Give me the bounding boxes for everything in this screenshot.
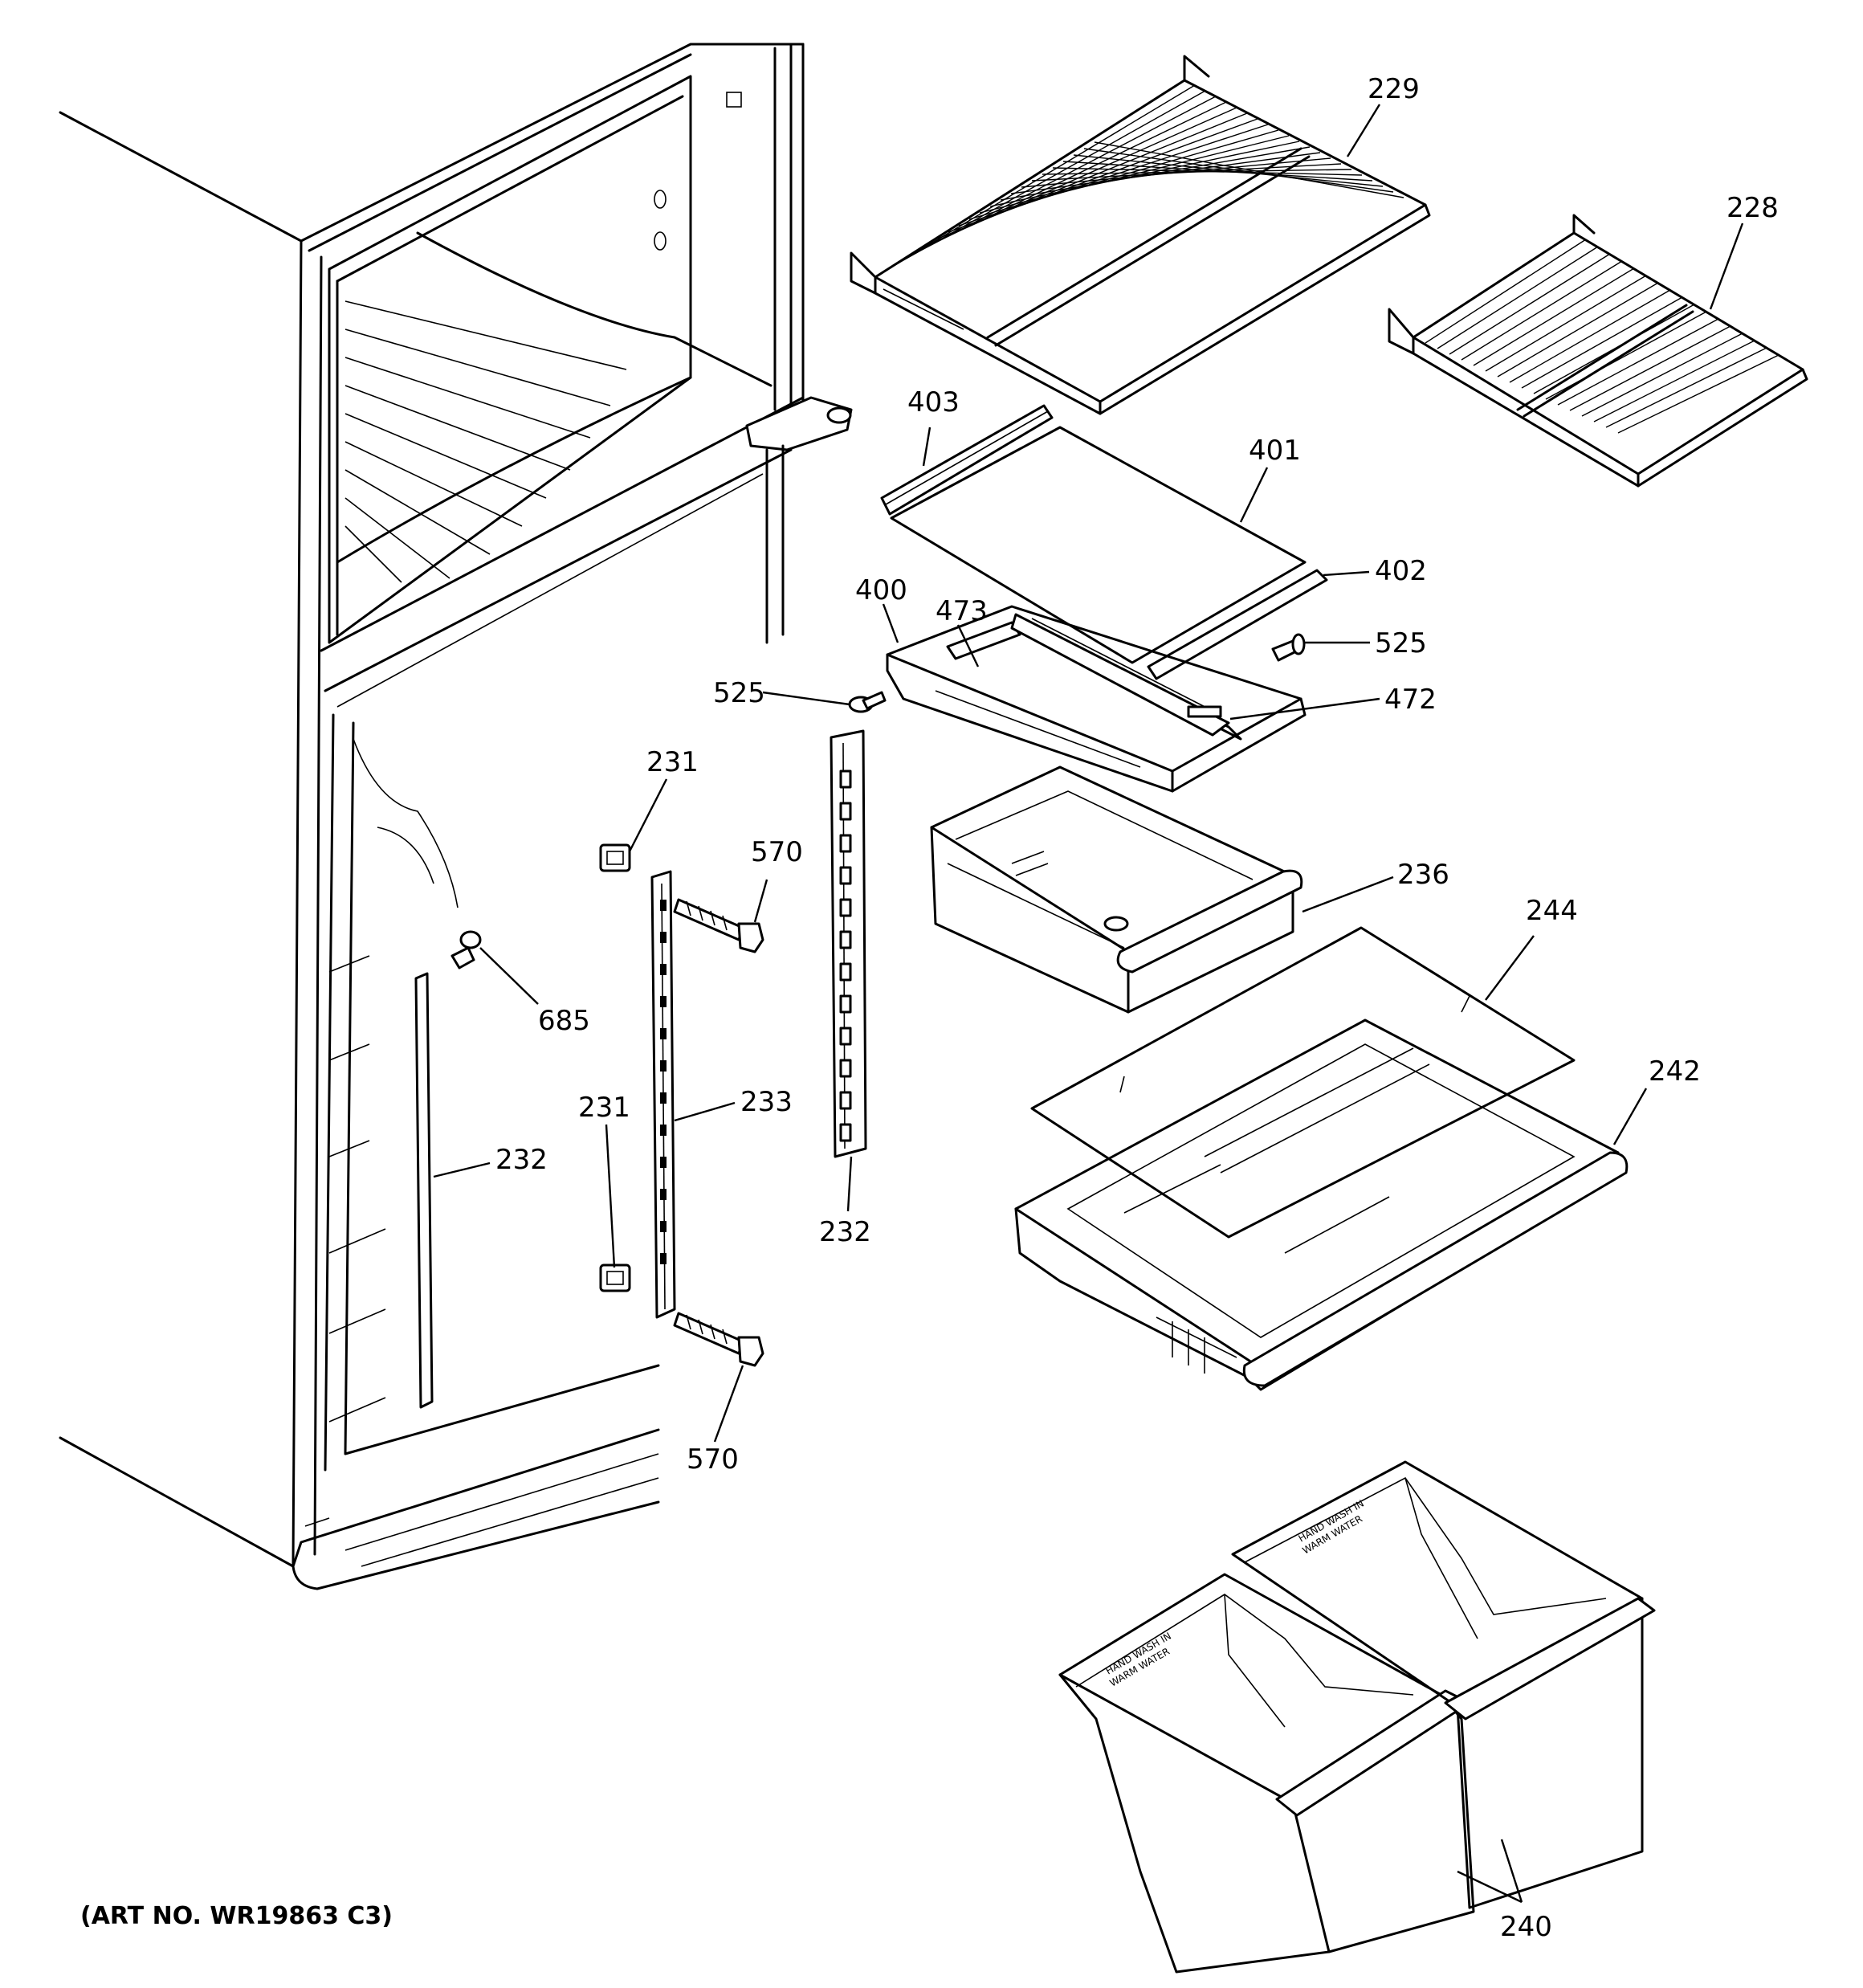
callout-525-right: 525 (1375, 627, 1427, 659)
drawer-236 (930, 765, 1303, 1014)
callouts: 229 228 403 401 402 400 473 525 525 472 … (495, 73, 1779, 1943)
shelf-trim-403 (880, 404, 1054, 516)
support-232-slots (839, 769, 852, 1142)
wire-shelf-228 (1388, 214, 1808, 488)
callout-401: 401 (1249, 435, 1301, 467)
support-233-slots (660, 900, 667, 1264)
screw-525-right (1271, 633, 1306, 662)
shelf-frame-400 (886, 605, 1307, 793)
glass-cover-244 (1030, 926, 1576, 1239)
callout-231-top: 231 (646, 746, 699, 778)
callout-403: 403 (907, 386, 960, 418)
callout-233: 233 (740, 1086, 793, 1118)
callout-240: 240 (1500, 1911, 1552, 1943)
shelf-support-232-right (830, 729, 867, 1158)
screw-685 (450, 930, 482, 970)
art-number: (ART NO. WR19863 C3) (80, 1902, 393, 1930)
crisper-drawers-240: HAND WASH IN WARM WATER HAND WASH IN WAR… (1058, 1460, 1656, 1974)
shelf-support-232-left (414, 972, 434, 1409)
leader-lines (433, 104, 1744, 1904)
clip-231-bottom (599, 1263, 631, 1292)
bolt-570-bottom (673, 1312, 764, 1367)
crisper-frame-242 (1014, 1018, 1629, 1391)
callout-242: 242 (1649, 1055, 1701, 1088)
callout-244: 244 (1526, 895, 1578, 927)
callout-232-right: 232 (819, 1216, 871, 1248)
callout-400: 400 (855, 574, 907, 606)
freezer-grooves (344, 300, 627, 583)
clip-231-top (599, 843, 631, 872)
callout-228: 228 (1726, 192, 1779, 224)
bolt-570-top (673, 898, 764, 953)
callout-685: 685 (538, 1005, 590, 1037)
callout-525-left: 525 (713, 677, 765, 709)
glass-shelf-401 (890, 426, 1307, 664)
callout-231-bottom: 231 (578, 1092, 630, 1124)
callout-570-bottom: 570 (687, 1443, 739, 1476)
shelf-trim-402 (1147, 569, 1328, 680)
refrigerator-cabinet (59, 43, 853, 1590)
screw-525-left (848, 691, 887, 713)
shelf-support-233 (650, 870, 676, 1319)
callout-232-left: 232 (495, 1144, 548, 1176)
center-hinge (745, 396, 853, 644)
callout-473: 473 (936, 595, 988, 627)
callout-229: 229 (1368, 73, 1420, 105)
callout-236: 236 (1397, 859, 1449, 891)
callout-472: 472 (1384, 684, 1437, 716)
callout-402: 402 (1375, 555, 1427, 587)
wire-shelf-229 (850, 55, 1431, 415)
callout-570-top: 570 (751, 836, 803, 868)
